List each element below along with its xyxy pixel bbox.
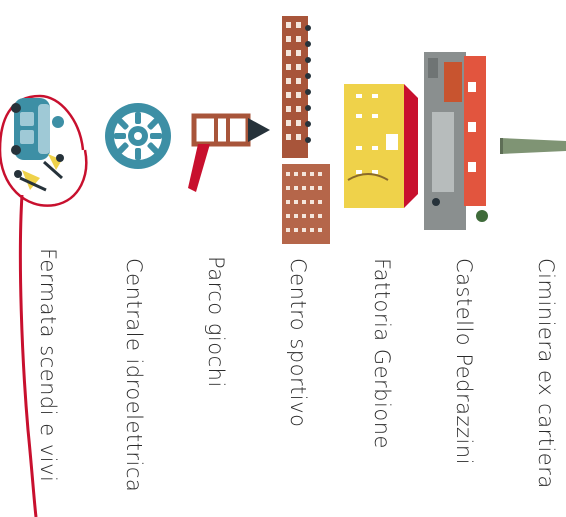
- stop-label-fattoria: Fattoria Gerbione: [370, 258, 394, 449]
- bus-stop-icon: [0, 92, 90, 202]
- sports-building-icon: [280, 14, 336, 246]
- stop-label-fermata: Fermata scendi e vivi: [36, 248, 60, 482]
- chimney-icon: [500, 136, 566, 156]
- stop-label-ciminiera: Ciminiera ex cartiera: [534, 258, 558, 489]
- stop-label-castello: Castello Pedrazzini: [452, 258, 476, 465]
- turbine-icon: [102, 100, 174, 172]
- stop-label-centrale: Centrale idroelettrica: [122, 258, 146, 492]
- stop-label-centro: Centro sportivo: [286, 258, 310, 427]
- stop-label-parco: Parco giochi: [204, 256, 228, 388]
- slide-icon: [186, 108, 276, 198]
- farmhouse-icon: [342, 80, 422, 210]
- castle-icon: [424, 52, 494, 232]
